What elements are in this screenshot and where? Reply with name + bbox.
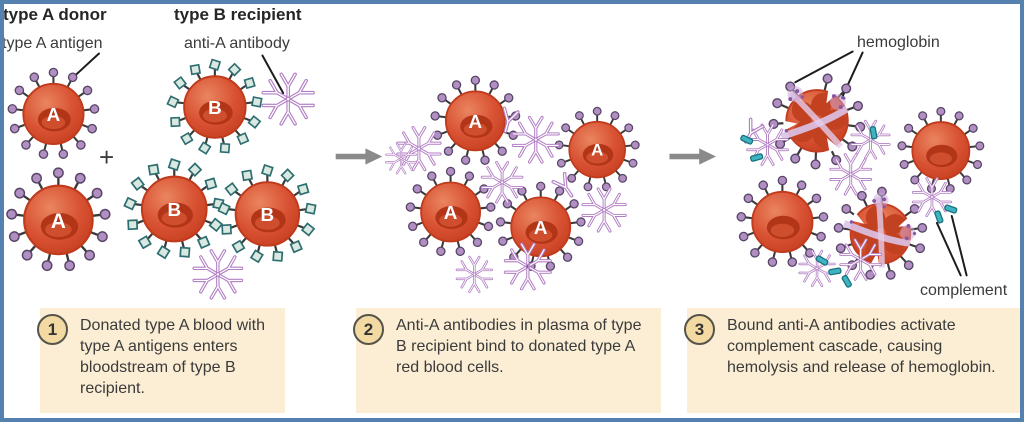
cell-letter: A [591, 141, 603, 160]
complement-rod [933, 209, 944, 225]
caption-text: Anti-A antibodies in plasma of type B re… [396, 317, 642, 376]
cell-letter: B [208, 97, 222, 118]
anti-a-antibody-cluster [386, 144, 416, 174]
anti-a-antibody-cluster [482, 162, 522, 202]
cell-letter: A [534, 217, 548, 238]
complement-rod [739, 134, 754, 146]
complement-rod [840, 274, 853, 289]
pointer-line-antigen [73, 52, 100, 78]
step-number-badge: 2 [353, 314, 384, 345]
step-number-badge: 3 [684, 314, 715, 345]
anti-a-antibody-cluster [583, 189, 625, 231]
blood-transfusion-illustration: A A B B B A A A A [4, 50, 1020, 418]
complement-rod [827, 267, 842, 276]
pointer-line-hemoglobin-1 [794, 50, 854, 84]
anti-a-antibody-cluster [457, 257, 492, 292]
arrow-icon [335, 148, 383, 165]
lysed-red-blood-cell [815, 168, 946, 299]
donor-header: type A donor [3, 5, 107, 24]
anti-a-antibody-cluster [398, 128, 440, 170]
caption-text: Donated type A blood with type A antigen… [80, 317, 266, 397]
arrow-icon [669, 148, 717, 165]
pointer-line-antibody [261, 54, 285, 95]
hemoglobin-label: hemoglobin [857, 34, 940, 51]
type-a-antigen-label: type A antigen [2, 35, 103, 52]
anti-a-antibody-cluster [513, 117, 558, 162]
lysed-red-blood-cell [769, 73, 865, 169]
recipient-header: type B recipient [174, 5, 302, 24]
pointer-line-complement-2 [950, 214, 968, 277]
caption-text: Bound anti-A antibodies activate complem… [727, 317, 996, 376]
cell-letter: A [469, 111, 483, 132]
anti-a-antibody-cluster [263, 74, 313, 124]
cell-letter: B [261, 204, 275, 225]
complement-rod [749, 152, 764, 163]
cell-letter: A [47, 104, 61, 125]
anti-a-antibody-label: anti-A antibody [184, 35, 290, 52]
red-blood-cell [898, 107, 985, 193]
step-number-badge: 1 [37, 314, 68, 345]
cell-letter: A [51, 210, 66, 233]
plus-sign: + [99, 142, 115, 172]
anti-a-antibody-cluster [194, 251, 241, 298]
complement-label: complement [920, 282, 1008, 299]
complement-rod [943, 203, 958, 215]
caption-box-3: 3 Bound anti-A antibodies activate compl… [684, 308, 1020, 413]
anti-a-antibody-cluster [831, 155, 871, 195]
cell-letter: B [167, 199, 181, 220]
caption-box-1: 1 Donated type A blood with type A antig… [37, 308, 285, 413]
caption-box-2: 2 Anti-A antibodies in plasma of type B … [353, 308, 661, 413]
cell-letter: A [444, 202, 458, 223]
anti-a-antibody-cluster [852, 121, 889, 158]
pointer-line-complement-1 [935, 221, 962, 277]
